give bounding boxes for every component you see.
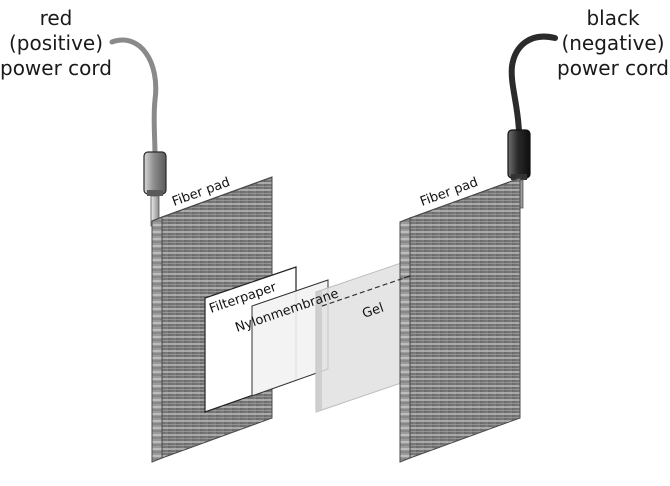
black-label-line-1: black [586, 6, 640, 30]
black-label-line-3: power cord [557, 56, 669, 80]
left-pad-edge [151, 216, 163, 463]
right-pad-face [409, 177, 521, 459]
gel-slab [315, 259, 411, 413]
red-label-line-2: (positive) [8, 31, 104, 55]
red-positive-power-cord-label: red (positive) power cord [0, 6, 112, 81]
right-pad-top [399, 177, 521, 223]
black-cord-wire [508, 33, 558, 135]
gel-alignment-tick [403, 275, 411, 279]
black-label-line-2: (negative) [561, 31, 665, 55]
gel-label: Gel [360, 301, 385, 322]
left-pad-top [151, 176, 273, 222]
black-negative-power-cord-label: black (negative) power cord [556, 6, 670, 81]
red-label-line-1: red [39, 6, 73, 30]
red-plug-body [143, 151, 167, 195]
red-label-line-3: power cord [0, 56, 112, 80]
black-plug-body [507, 129, 531, 179]
gel-edge [316, 290, 322, 412]
right-pad-edge [399, 217, 411, 463]
red-power-cord [109, 37, 167, 227]
black-plug-collar [511, 174, 527, 180]
red-plug-collar [147, 190, 163, 196]
red-cord-wire [109, 37, 159, 159]
right-fiber-pad [399, 177, 521, 463]
gel [315, 259, 411, 413]
